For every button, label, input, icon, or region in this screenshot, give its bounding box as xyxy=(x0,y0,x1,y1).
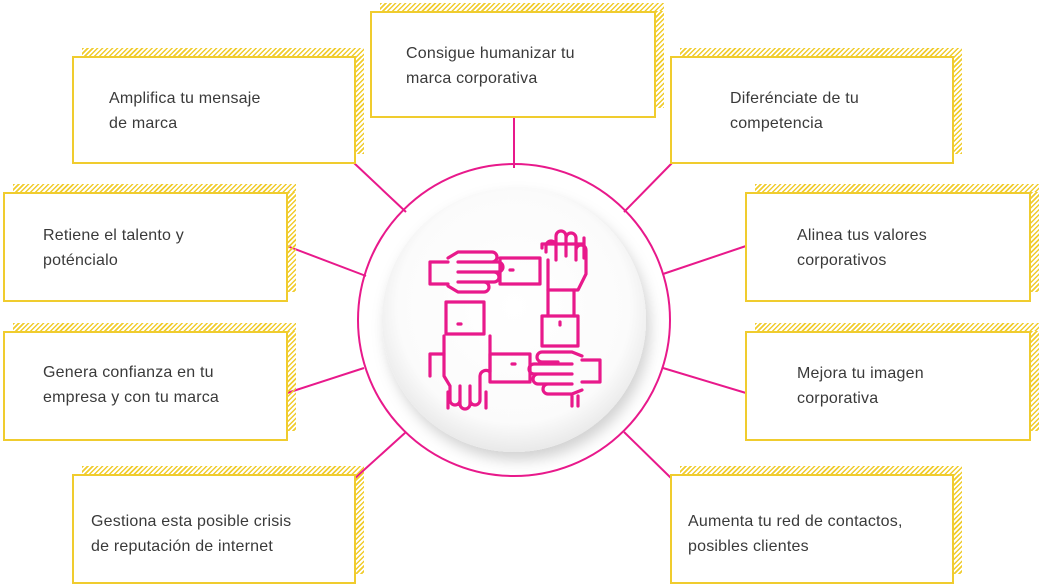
connector-mid-left-1 xyxy=(286,245,367,277)
benefit-text: Genera confianza en tu empresa y con tu … xyxy=(43,364,220,406)
outer-ring xyxy=(357,163,671,477)
center-disc xyxy=(382,188,646,452)
connector-mid-right-2 xyxy=(662,367,747,394)
benefit-box-mid-left-2: Genera confianza en tu empresa y con tu … xyxy=(3,323,296,441)
benefit-text: Aumenta tu red de contactos, posibles cl… xyxy=(688,513,903,555)
connector-top-left xyxy=(353,162,407,213)
connector-mid-left-2 xyxy=(286,367,365,394)
benefit-text: Amplifica tu mensaje de marca xyxy=(109,90,261,132)
benefit-box-mid-right-1: Alinea tus valores corporativos xyxy=(745,184,1039,302)
benefit-box-mid-left-1: Retiene el talento y poténcialo xyxy=(3,184,296,302)
benefit-box-top-right: Diferénciate de tu competencia xyxy=(670,48,962,164)
benefit-text: Gestiona esta posible crisis de reputaci… xyxy=(91,513,292,555)
benefit-text: Consigue humanizar tu marca corporativa xyxy=(406,45,575,87)
benefit-box-bottom-left: Gestiona esta posible crisis de reputaci… xyxy=(72,466,364,584)
benefit-text: Retiene el talento y poténcialo xyxy=(43,227,184,269)
benefit-box-mid-right-2: Mejora tu imagen corporativa xyxy=(745,323,1039,441)
connector-top-right xyxy=(623,162,673,213)
benefit-box-bottom-right: Aumenta tu red de contactos, posibles cl… xyxy=(670,466,962,584)
connector-mid-right-1 xyxy=(662,245,747,275)
benefit-text: Alinea tus valores corporativos xyxy=(797,227,927,269)
benefit-box-top-left: Amplifica tu mensaje de marca xyxy=(72,48,364,164)
connector-bottom-right xyxy=(623,431,673,480)
hands-holding-wrists-teamwork-icon xyxy=(428,229,602,411)
benefit-text: Mejora tu imagen corporativa xyxy=(797,365,924,407)
benefit-text: Diferénciate de tu competencia xyxy=(730,90,860,132)
benefit-box-top: Consigue humanizar tu marca corporativa xyxy=(370,3,664,118)
